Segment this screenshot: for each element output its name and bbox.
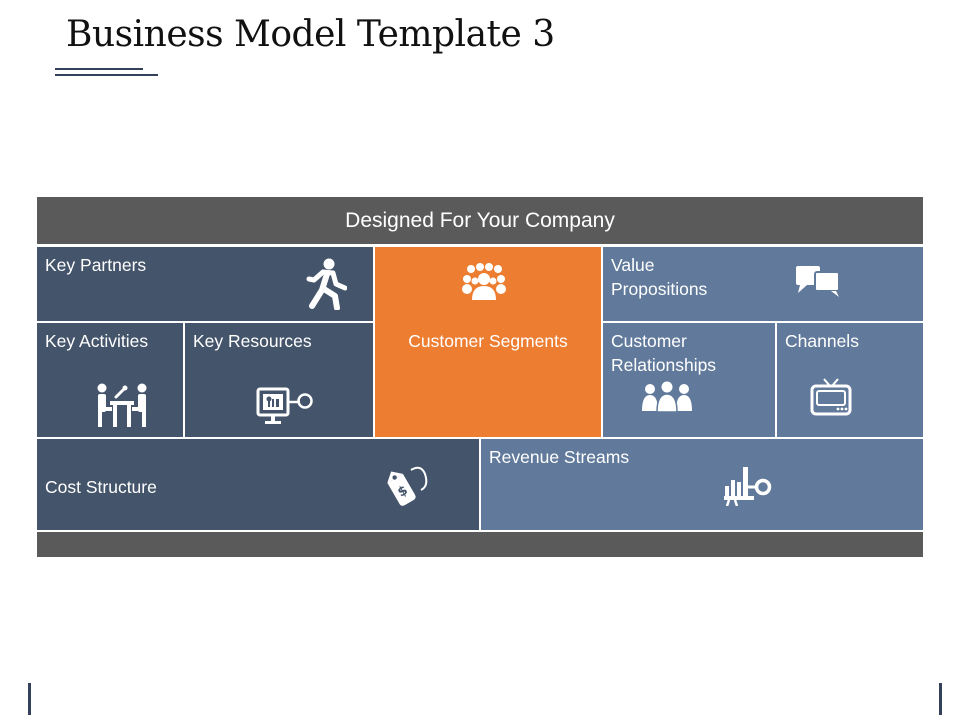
block-label: Cost Structure xyxy=(45,477,157,497)
block-label: Value Propositions xyxy=(611,255,708,299)
meeting-people-icon xyxy=(95,381,149,429)
canvas-header: Designed For Your Company xyxy=(37,197,923,244)
block-value-propositions[interactable]: Value Propositions xyxy=(603,247,923,321)
left-corner-mark xyxy=(28,683,31,715)
business-model-canvas: Designed For Your Company Key Partners K… xyxy=(36,196,924,558)
block-label: Channels xyxy=(785,331,859,351)
title-underline xyxy=(55,68,143,70)
television-icon xyxy=(809,377,853,417)
block-key-partners[interactable]: Key Partners xyxy=(37,247,373,321)
monitor-key-icon xyxy=(256,387,314,427)
block-label: Customer Relationships xyxy=(611,331,717,375)
speech-bubbles-icon xyxy=(795,265,841,299)
group-people-icon xyxy=(461,262,507,302)
dollar-tag-icon: $ xyxy=(381,462,431,510)
block-cost-structure[interactable]: Cost Structure $ xyxy=(37,439,479,530)
block-key-activities[interactable]: Key Activities xyxy=(37,323,183,437)
block-label: Customer Segments xyxy=(408,331,568,351)
right-corner-mark xyxy=(939,683,942,715)
block-label: Key Resources xyxy=(193,331,312,351)
block-channels[interactable]: Channels xyxy=(777,323,923,437)
block-label: Key Partners xyxy=(45,255,147,275)
bar-chart-coin-icon xyxy=(723,464,773,506)
team-icon xyxy=(641,381,693,413)
block-customer-relationships[interactable]: Customer Relationships xyxy=(603,323,775,437)
block-customer-segments[interactable]: Customer Segments xyxy=(375,247,601,437)
running-person-icon xyxy=(303,258,347,310)
title-underline-secondary xyxy=(55,74,158,76)
canvas-footer-bar xyxy=(37,532,923,557)
block-label: Revenue Streams xyxy=(489,447,630,467)
page-title: Business Model Template 3 xyxy=(66,14,555,55)
block-label: Key Activities xyxy=(45,331,149,351)
block-revenue-streams[interactable]: Revenue Streams xyxy=(481,439,923,530)
block-key-resources[interactable]: Key Resources xyxy=(185,323,373,437)
